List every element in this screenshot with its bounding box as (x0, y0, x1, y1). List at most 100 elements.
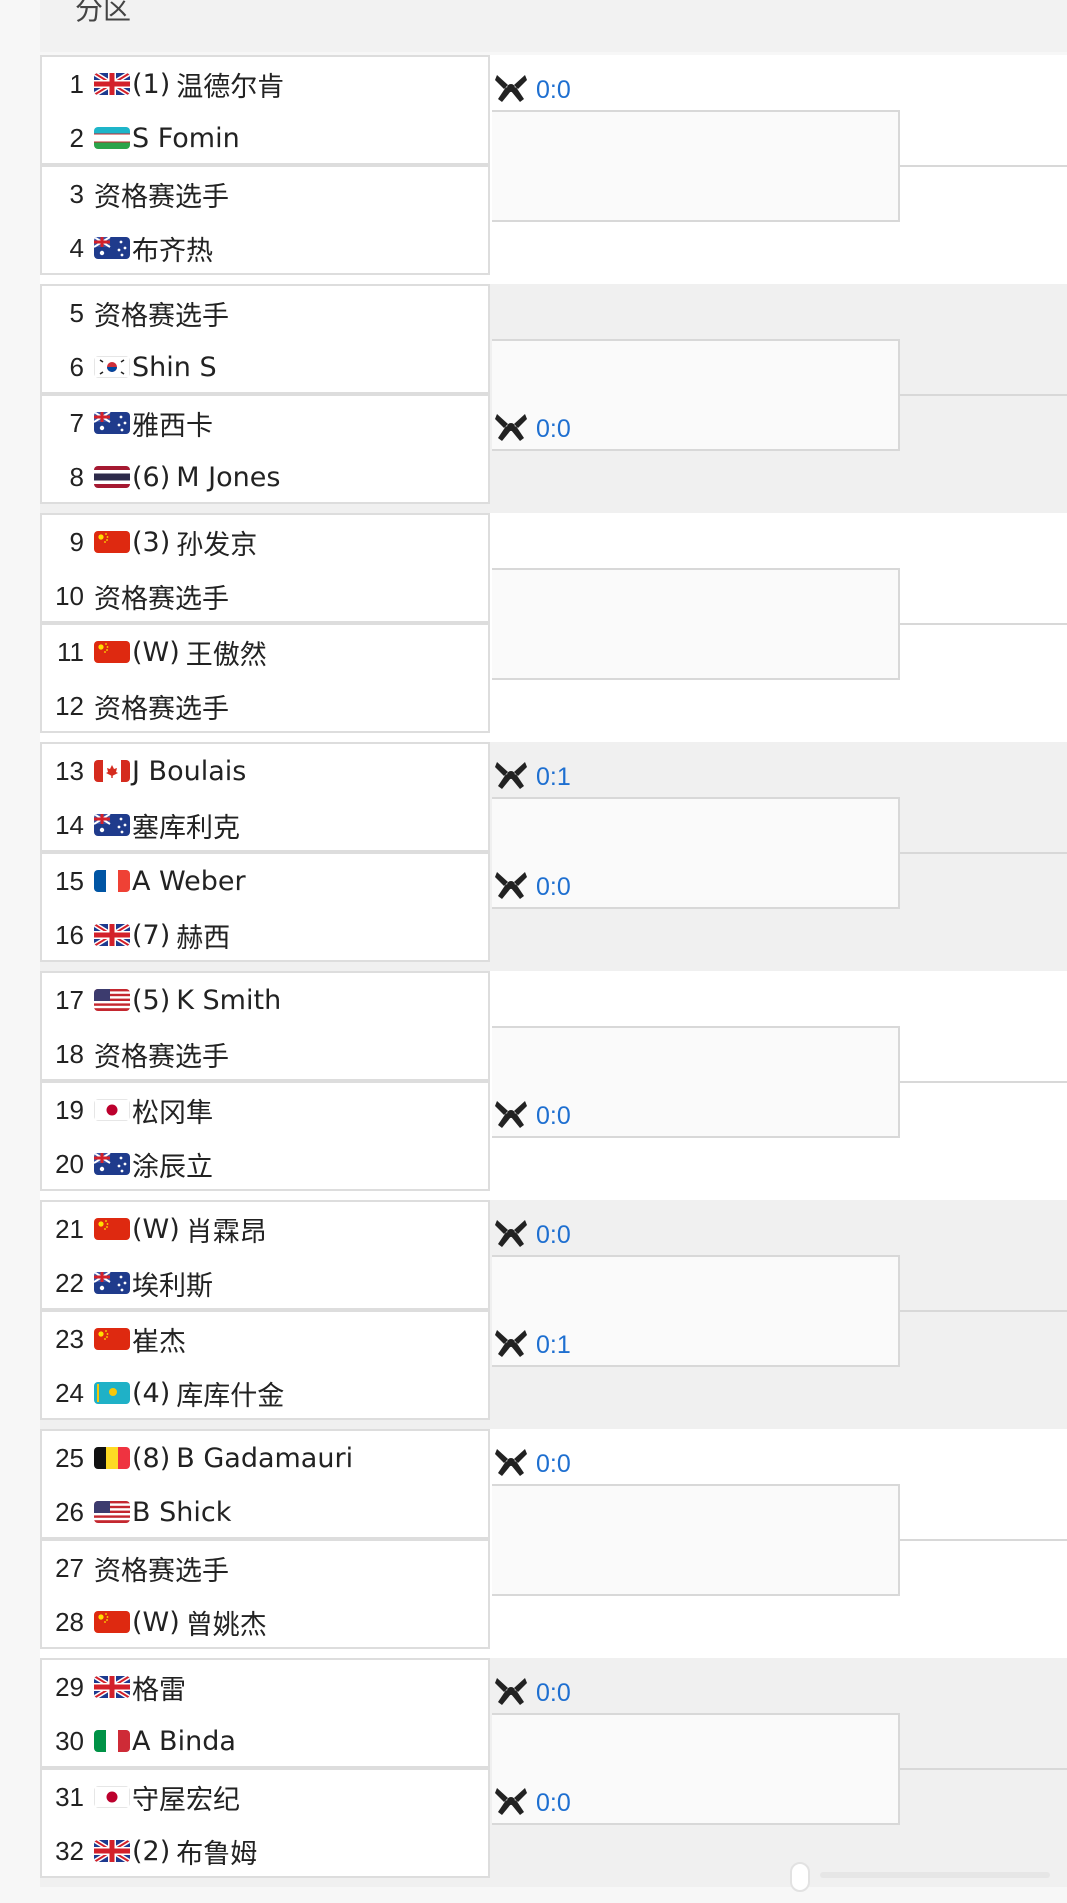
player-name[interactable]: 资格赛选手 (94, 181, 229, 213)
player-row[interactable]: 16(7)赫西 (42, 908, 488, 962)
player-name[interactable]: 布齐热 (132, 235, 213, 267)
player-name[interactable]: A Weber (132, 865, 246, 897)
player-name[interactable]: K Smith (176, 984, 282, 1016)
head-to-head-score[interactable]: 0:0 (536, 415, 571, 443)
player-name[interactable]: 守屋宏纪 (132, 1784, 240, 1816)
player-name[interactable]: A Binda (132, 1725, 236, 1757)
head-to-head-link[interactable]: 0:0 (494, 1676, 571, 1711)
head-to-head-link[interactable]: 0:0 (494, 412, 571, 447)
head-to-head-score[interactable]: 0:0 (536, 1102, 571, 1130)
head-to-head-score[interactable]: 0:0 (536, 1679, 571, 1707)
player-name[interactable]: B Shick (132, 1496, 232, 1528)
head-to-head-score[interactable]: 0:0 (536, 873, 571, 901)
player-row[interactable]: 28(W)曾姚杰 (42, 1595, 488, 1649)
head-to-head-score[interactable]: 0:0 (536, 76, 571, 104)
player-row[interactable]: 21(W)肖霖昂 (42, 1202, 488, 1256)
player-name[interactable]: 库库什金 (176, 1380, 285, 1412)
player-row[interactable]: 25(8)B Gadamauri (42, 1431, 488, 1485)
player-row[interactable]: 24(4)库库什金 (42, 1366, 488, 1420)
horizontal-scrollbar[interactable] (820, 1872, 1050, 1878)
head-to-head-score[interactable]: 0:0 (536, 1450, 571, 1478)
head-to-head-link[interactable]: 0:0 (494, 1786, 571, 1821)
player-row[interactable]: 9(3)孙发京 (42, 515, 488, 569)
player-name[interactable]: 松冈隼 (132, 1097, 213, 1129)
player-name[interactable]: 雅西卡 (132, 410, 213, 442)
head-to-head-score[interactable]: 0:0 (536, 1789, 571, 1817)
player-name[interactable]: J Boulais (132, 755, 247, 787)
player-row[interactable]: 32(2)布鲁姆 (42, 1824, 488, 1878)
head-to-head-link[interactable]: 0:1 (494, 1328, 571, 1363)
head-to-head-link[interactable]: 0:0 (494, 73, 571, 108)
player-name[interactable]: 资格赛选手 (94, 1041, 229, 1073)
head-to-head-score[interactable]: 0:0 (536, 1221, 571, 1249)
head-to-head-link[interactable]: 0:0 (494, 1447, 571, 1482)
player-name[interactable]: 孙发京 (176, 529, 258, 561)
head-to-head-link[interactable]: 0:0 (494, 1218, 571, 1253)
player-name[interactable]: 涂辰立 (132, 1151, 213, 1183)
player-name[interactable]: 塞库利克 (132, 812, 240, 844)
player-name[interactable]: 曾姚杰 (185, 1609, 267, 1641)
player-name[interactable]: S Fomin (132, 122, 240, 154)
player-row[interactable]: 8(6)M Jones (42, 450, 488, 504)
player-row[interactable]: 11(W)王傲然 (42, 625, 488, 679)
player-name[interactable]: 资格赛选手 (94, 693, 229, 725)
player-name[interactable]: 肖霖昂 (185, 1216, 267, 1248)
player-name[interactable]: 格雷 (132, 1674, 186, 1706)
player-name[interactable]: B Gadamauri (176, 1442, 354, 1474)
player-name[interactable]: 资格赛选手 (94, 583, 229, 615)
player-name[interactable]: Shin S (132, 351, 217, 383)
player-name[interactable]: 资格赛选手 (94, 1555, 229, 1587)
player-name[interactable]: 埃利斯 (132, 1270, 213, 1302)
head-to-head-score[interactable]: 0:1 (536, 763, 571, 791)
player-name[interactable]: 资格赛选手 (94, 300, 229, 332)
player-row[interactable]: 17(5)K Smith (42, 973, 488, 1027)
player-name[interactable]: 赫西 (176, 922, 231, 954)
head-to-head-link[interactable]: 0:0 (494, 1099, 571, 1134)
head-to-head-score[interactable]: 0:1 (536, 1331, 571, 1359)
player-name[interactable]: 崔杰 (132, 1326, 186, 1358)
player-name[interactable]: 温德尔肯 (176, 71, 285, 103)
player-row[interactable]: 1(1)温德尔肯 (42, 57, 488, 111)
head-to-head-link[interactable]: 0:0 (494, 870, 571, 905)
player-name[interactable]: 王傲然 (185, 639, 267, 671)
player-name[interactable]: 布鲁姆 (176, 1838, 258, 1870)
head-to-head-link[interactable]: 0:1 (494, 760, 571, 795)
